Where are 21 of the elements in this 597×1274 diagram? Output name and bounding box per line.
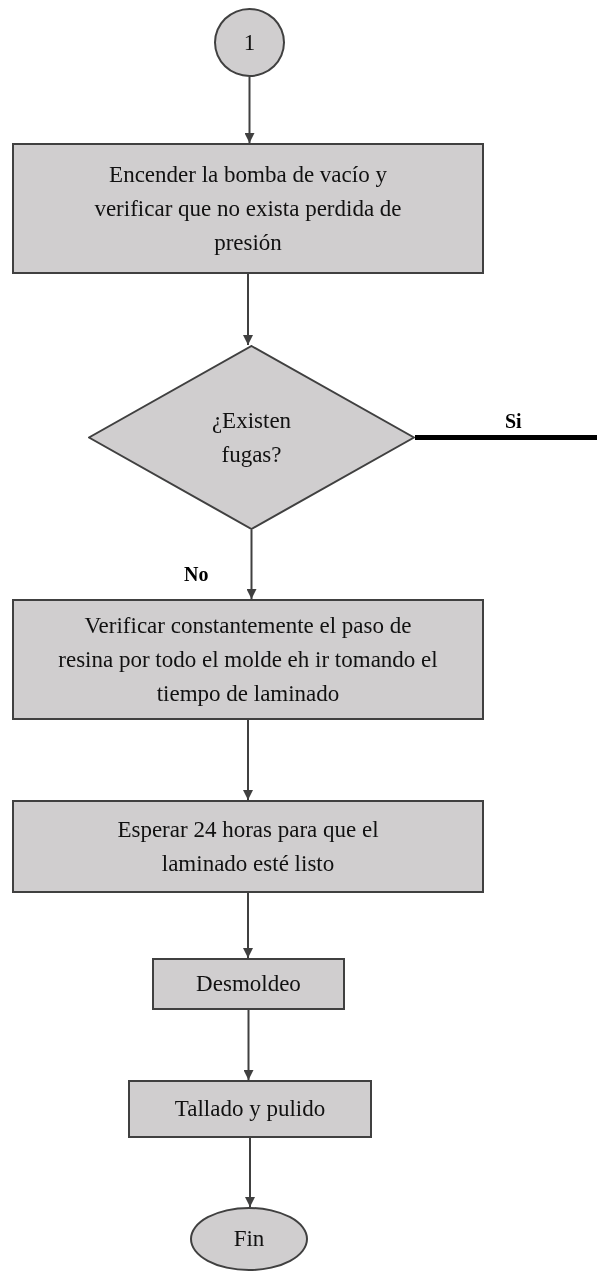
process-box (128, 1080, 372, 1138)
decision-diamond (88, 345, 415, 530)
node-text: ¿Existen fugas? (210, 406, 293, 469)
process-box (12, 143, 484, 274)
arrow (245, 1137, 255, 1208)
process-box (152, 958, 345, 1010)
arrow (243, 1009, 254, 1081)
node-text: Encender la bomba de vacío y verificar que no exista perdida de presión (93, 160, 403, 257)
node-text: Tallado y pulido (174, 1095, 326, 1123)
process-box (12, 800, 484, 893)
arrow (246, 529, 257, 600)
node-text: 1 (243, 28, 256, 57)
node-text: Esperar 24 horas para que el laminado esté listo (116, 815, 380, 878)
arrow (243, 273, 253, 346)
node-text: Fin (233, 1225, 265, 1253)
arrow (244, 76, 255, 144)
arrow (243, 719, 253, 801)
node-text: Verificar constantemente el paso de resina por todo el molde eh ir tomando el tiempo de laminado (58, 611, 438, 708)
arrow (243, 892, 253, 959)
node-text: Desmoldeo (196, 970, 301, 998)
process-box (12, 599, 484, 720)
